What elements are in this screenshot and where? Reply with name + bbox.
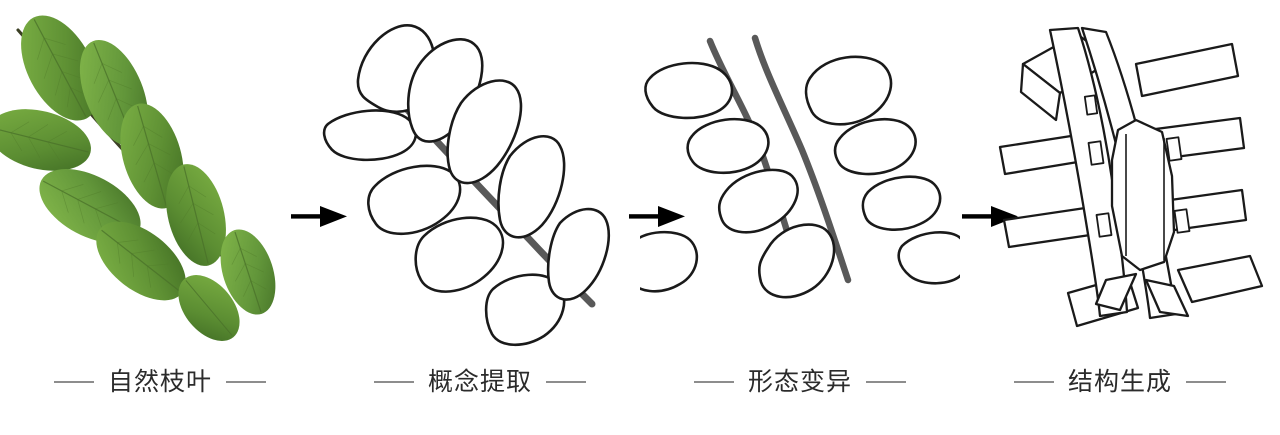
panel-label-text: 形态变异 [747, 367, 852, 396]
arrow-3-to-4 [962, 202, 1018, 232]
natural-foliage-illustration [0, 8, 320, 348]
variant-leaf-outlines [640, 55, 960, 299]
abstract-leaf-outlines [322, 24, 611, 347]
right-arrow-icon [629, 206, 685, 227]
leaf-outline [497, 135, 566, 239]
leaf-outline [757, 223, 836, 299]
splay-legs [1094, 272, 1190, 318]
leaf-outline [897, 230, 960, 285]
leaf-outline [861, 175, 942, 231]
leaf-outline [484, 273, 566, 347]
leaf-outline [686, 117, 770, 175]
structure-generation-illustration [960, 8, 1280, 348]
panel-label-concept-extraction: 概念提取 [320, 362, 640, 402]
leaf-outline [804, 55, 893, 126]
slab-right-4 [1176, 254, 1264, 304]
label-rule-left [693, 381, 734, 383]
spine-left [1048, 26, 1129, 318]
stem-right [751, 34, 852, 284]
panel-label-morphological-variation: 形态变异 [640, 362, 960, 402]
label-rule-left [1013, 381, 1054, 383]
leaf-outline [367, 164, 462, 236]
leaf-outline [833, 117, 917, 176]
leaf-outline [546, 207, 611, 301]
leaf-outline [446, 79, 523, 185]
arrow-1-to-2 [291, 202, 347, 232]
concept-extraction-illustration [320, 8, 640, 348]
morphological-variation-illustration [640, 8, 960, 348]
label-rule-right [546, 381, 586, 383]
leaf-outline [322, 109, 418, 162]
slab-left-4 [1002, 205, 1099, 249]
right-arrow-icon [962, 206, 1018, 227]
connector-notches [1083, 94, 1191, 238]
panel-label-text: 结构生成 [1067, 367, 1172, 396]
panel-label-text: 概念提取 [427, 367, 532, 396]
leaflet-group-right [79, 39, 276, 315]
panel-natural-foliage: 自然枝叶 [0, 0, 320, 435]
panel-label-text: 自然枝叶 [107, 367, 212, 396]
leaflet-group-left [0, 15, 240, 341]
label-rule-left [373, 381, 414, 383]
leaf-outline [640, 230, 699, 293]
panel-concept-extraction: 概念提取 [320, 0, 640, 435]
slab-left-2 [1019, 62, 1062, 122]
leaf-outline [414, 216, 505, 293]
panel-label-natural-foliage: 自然枝叶 [0, 362, 320, 402]
panel-structure-generation: 结构生成 [960, 0, 1280, 435]
panel-morphological-variation: 形态变异 [640, 0, 960, 435]
label-rule-right [1186, 381, 1226, 383]
slab-right-1 [1134, 42, 1240, 98]
right-arrow-icon [291, 206, 347, 227]
leaf-outline [644, 61, 734, 120]
panel-label-structure-generation: 结构生成 [960, 362, 1280, 402]
core-volume [1110, 118, 1176, 272]
arrow-2-to-3 [629, 202, 685, 232]
label-rule-right [226, 381, 266, 383]
label-rule-left [53, 381, 94, 383]
label-rule-right [866, 381, 906, 383]
leaf-outline [717, 168, 799, 234]
